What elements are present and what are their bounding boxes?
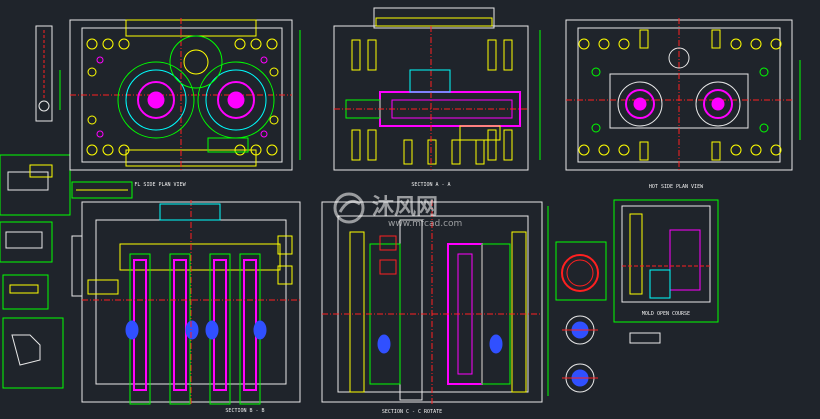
section-c-view-title: SECTION C - C ROTATE	[382, 409, 442, 415]
section-a-view	[333, 7, 541, 171]
watermark: 沐风网 www.mfcad.com	[333, 192, 462, 229]
section-c-view	[321, 200, 549, 404]
watermark-logo-icon	[333, 192, 365, 224]
watermark-url-text: www.mfcad.com	[388, 219, 462, 229]
legend-box	[629, 332, 661, 344]
ring-detail	[555, 241, 607, 301]
left-detail-column	[0, 25, 133, 389]
fixed-side-plan-view-title: FL SIDE PLAN VIEW	[134, 182, 186, 188]
moving-side-plan-view	[565, 18, 801, 172]
mold-open-course-view	[613, 199, 719, 323]
fixed-side-plan-view	[59, 18, 301, 172]
section-b-view	[81, 200, 301, 405]
gate-section-details	[562, 315, 598, 393]
section-b-view-title: SECTION B - B	[225, 408, 264, 414]
mold-open-course-title: MOLD OPEN COURSE	[642, 311, 690, 317]
moving-side-plan-view-title: HOT SIDE PLAN VIEW	[649, 184, 704, 190]
watermark-brand-text: 沐风网	[372, 195, 438, 220]
section-a-view-title: SECTION A - A	[411, 182, 450, 188]
